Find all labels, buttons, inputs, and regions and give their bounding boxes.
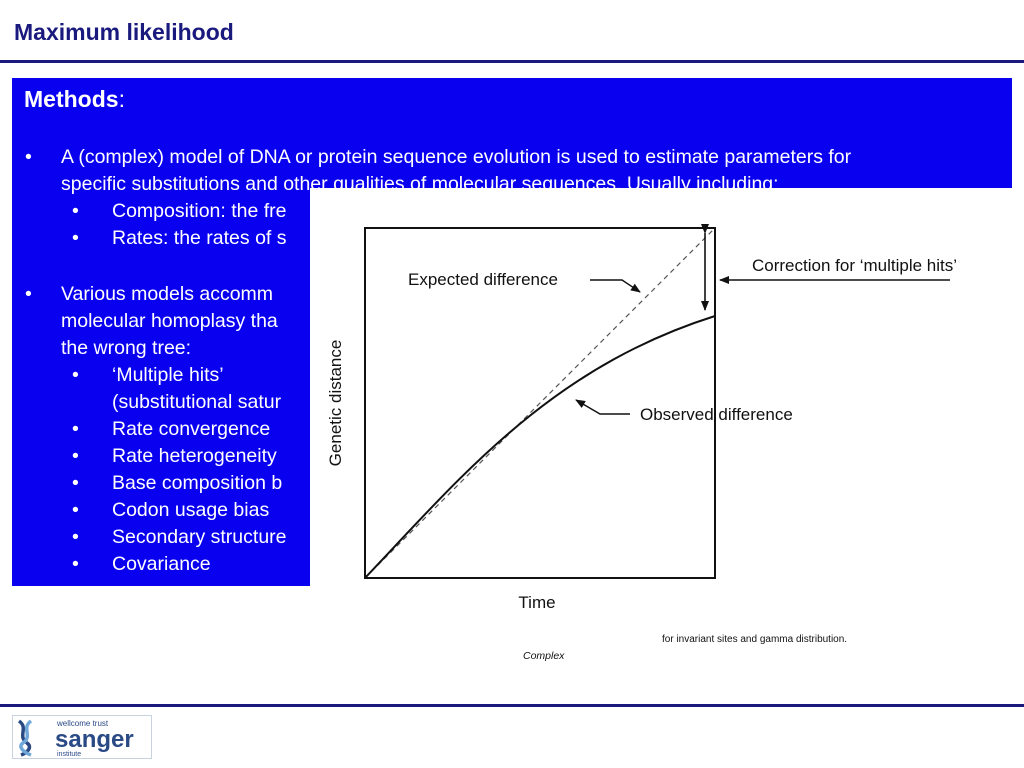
bullet-mark: • bbox=[72, 445, 79, 467]
plot-frame bbox=[364, 227, 716, 579]
bullet-mark: • bbox=[72, 364, 79, 386]
logo-name: sanger bbox=[55, 726, 134, 753]
x-axis-label: Time bbox=[518, 593, 555, 612]
expected-difference-label: Expected difference bbox=[408, 270, 558, 289]
sub-item-rates: • Rates: the rates of s bbox=[72, 225, 287, 252]
expected-difference-line bbox=[364, 227, 716, 579]
bullet-mark: • bbox=[72, 499, 79, 521]
sub-item-codon-usage: • Codon usage bias bbox=[72, 497, 270, 524]
sub-item-label: Composition: the fre bbox=[112, 200, 287, 222]
caption-fragment: for invariant sites and gamma distributi… bbox=[662, 634, 847, 645]
sub-item-label: Rates: the rates of s bbox=[112, 227, 287, 249]
sub-item-saturation: (substitutional satur bbox=[112, 389, 281, 416]
sanger-logo-graphic: wellcome trust sanger institute bbox=[17, 719, 134, 758]
sub-item-covariance: • Covariance bbox=[72, 551, 211, 578]
observed-difference-label: Observed difference bbox=[640, 405, 793, 424]
title-divider bbox=[0, 60, 1024, 63]
slide-title: Maximum likelihood bbox=[14, 19, 234, 45]
bullet-mark: • bbox=[25, 146, 32, 168]
sub-item-label: Secondary structure bbox=[112, 526, 287, 548]
bullet-mark: • bbox=[72, 526, 79, 548]
logo-line1: wellcome trust bbox=[56, 719, 109, 728]
sub-item-multiple-hits: • ‘Multiple hits’ bbox=[72, 362, 224, 389]
multiple-hits-diagram: Expected difference Correction for ‘mult… bbox=[326, 224, 957, 662]
sub-item-base-composition: • Base composition b bbox=[72, 470, 283, 497]
sub-item-label: Covariance bbox=[112, 553, 211, 575]
sub-item-label: Rate heterogeneity bbox=[112, 445, 277, 467]
footer-divider bbox=[0, 704, 1024, 707]
bullet-mark: • bbox=[72, 418, 79, 440]
methods-heading-bold: Methods bbox=[24, 86, 119, 112]
methods-heading: Methods: bbox=[24, 86, 125, 113]
dna-helix-strand-icon bbox=[19, 719, 33, 757]
sub-item-label: Rate convergence bbox=[112, 418, 271, 440]
multiple-hits-figure: Expected difference Correction for ‘mult… bbox=[310, 188, 1024, 674]
bullet-mark: • bbox=[72, 472, 79, 494]
bullet-mark: • bbox=[72, 227, 79, 249]
sanger-logo: wellcome trust sanger institute bbox=[12, 715, 152, 759]
complex-label: Complex bbox=[523, 650, 565, 662]
bullet-models-line1: Various models accomm bbox=[61, 283, 274, 305]
bullet-mark: • bbox=[72, 553, 79, 575]
sub-item-composition: • Composition: the fre bbox=[72, 198, 287, 225]
sub-item-label: Base composition b bbox=[112, 472, 283, 494]
expected-arrow bbox=[590, 279, 641, 293]
methods-heading-colon: : bbox=[118, 86, 125, 112]
logo-line3: institute bbox=[57, 751, 81, 758]
bullet-models-line2: molecular homoplasy tha bbox=[61, 310, 278, 332]
y-axis-label: Genetic distance bbox=[326, 340, 345, 467]
bullet-models-line3: the wrong tree: bbox=[61, 337, 192, 359]
bullet-model-line1: A (complex) model of DNA or protein sequ… bbox=[61, 146, 852, 168]
correction-label: Correction for ‘multiple hits’ bbox=[752, 256, 957, 275]
bullet-models: • Various models accomm molecular homopl… bbox=[25, 281, 278, 362]
sub-item-label: Codon usage bias bbox=[112, 499, 270, 521]
bullet-mark: • bbox=[25, 283, 32, 305]
observed-difference-curve bbox=[364, 315, 716, 579]
observed-arrow bbox=[575, 399, 630, 415]
sub-item-secondary-structure: • Secondary structure bbox=[72, 524, 287, 551]
sub-item-label: ‘Multiple hits’ bbox=[112, 364, 224, 386]
sub-item-label: (substitutional satur bbox=[112, 391, 282, 413]
sub-item-rate-convergence: • Rate convergence bbox=[72, 416, 271, 443]
bullet-mark: • bbox=[72, 200, 79, 222]
sub-item-rate-heterogeneity: • Rate heterogeneity bbox=[72, 443, 277, 470]
